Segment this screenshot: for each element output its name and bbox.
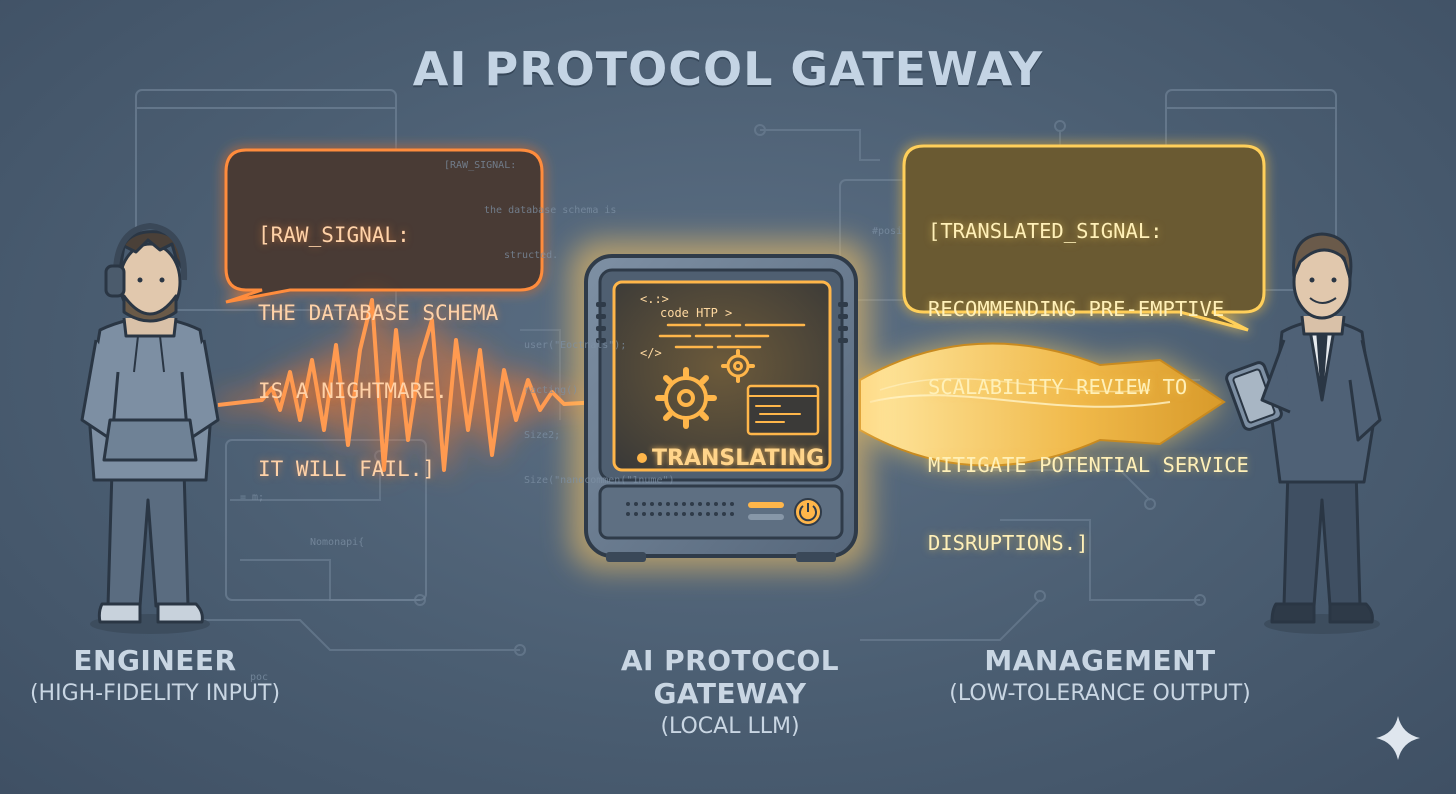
tablet-icon <box>1225 361 1283 431</box>
mini-code-window <box>746 384 820 436</box>
sparkle-icon <box>1376 716 1420 760</box>
management-caption: MANAGEMENT (LOW-TOLERANCE OUTPUT) <box>940 644 1260 706</box>
translated-signal-flow <box>859 342 1226 467</box>
gear-icon <box>721 349 755 383</box>
engineer-caption: ENGINEER (HIGH-FIDELITY INPUT) <box>20 644 290 706</box>
management-sublabel: (LOW-TOLERANCE OUTPUT) <box>949 681 1251 706</box>
gateway-caption: AI PROTOCOL GATEWAY (LOCAL LLM) <box>560 644 900 739</box>
headphones-icon <box>104 223 188 298</box>
background-code-right: #posi <box>872 226 903 237</box>
engineer-figure <box>80 223 220 634</box>
translated-signal-bubble <box>902 144 1266 332</box>
engineer-sublabel: (HIGH-FIDELITY INPUT) <box>29 681 281 706</box>
background-code: [RAW_SIGNAL: the database schema is stru… <box>444 160 675 486</box>
translating-status: TRANSLATING <box>652 446 825 471</box>
screen-tag-close: </> <box>640 346 662 360</box>
gateway-device <box>584 254 858 562</box>
management-label: MANAGEMENT <box>984 644 1216 677</box>
screen-code-line: code HTP > <box>660 306 733 320</box>
gateway-label: AI PROTOCOL GATEWAY <box>620 644 840 710</box>
gear-icon <box>655 367 717 429</box>
page-title: AI PROTOCOL GATEWAY <box>412 42 1044 96</box>
raw-signal-text: [RAW_SIGNAL: THE DATABASE SCHEMA IS A NI… <box>258 223 499 481</box>
gateway-sublabel: (LOCAL LLM) <box>660 714 800 739</box>
power-icon <box>794 498 822 526</box>
raw-signal-bubble <box>224 148 544 304</box>
engineer-label: ENGINEER <box>73 644 237 677</box>
screen-tag-open: <.:> <box>640 292 669 306</box>
background-code-left: = m; Nomonapi{ poc <box>240 492 365 683</box>
translated-signal-text: [TRANSLATED_SIGNAL: RECOMMENDING PRE-EMP… <box>928 219 1249 555</box>
manager-figure <box>1225 232 1382 634</box>
